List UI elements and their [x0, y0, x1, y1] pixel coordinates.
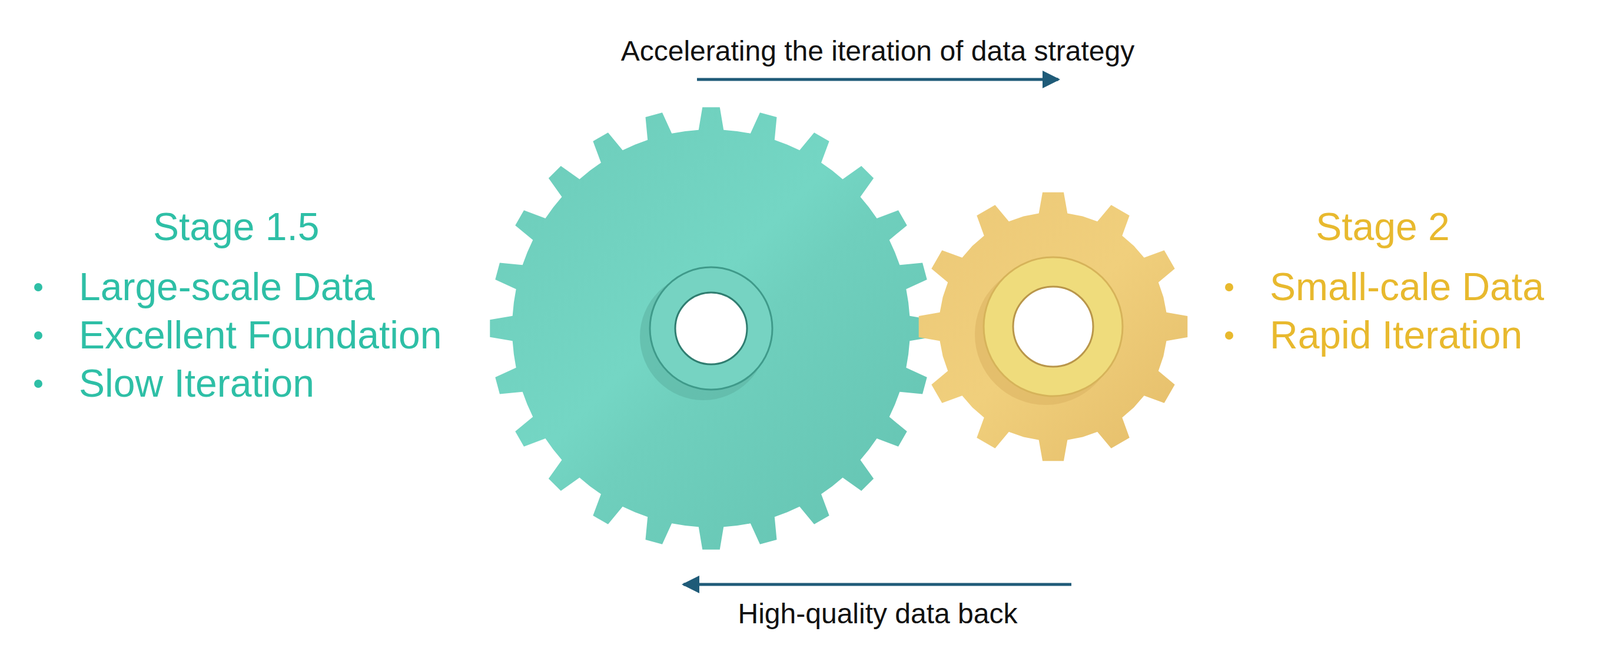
bullet-dot	[1225, 283, 1234, 292]
arrow-label: Accelerating the iteration of data strat…	[617, 34, 1139, 69]
large-gear	[489, 107, 932, 550]
bullet-item: Slow Iteration	[30, 359, 442, 408]
bullet-dot	[1225, 331, 1234, 340]
stage-text-block: Stage 1.5Large-scale DataExcellent Found…	[30, 202, 442, 408]
small-gear	[918, 192, 1188, 462]
gear-body	[489, 107, 932, 550]
bullet-dot	[34, 283, 43, 292]
bullet-dot	[34, 379, 43, 388]
arrow-label: High-quality data back	[734, 596, 1022, 632]
gear-body	[918, 192, 1188, 462]
bullet-item: Large-scale Data	[30, 262, 442, 311]
gear-hole	[675, 292, 748, 365]
flow-arrow	[683, 583, 1072, 587]
gear-hub	[983, 257, 1123, 397]
gear-hub	[649, 267, 773, 390]
flow-arrow	[696, 78, 1059, 82]
stage-heading: Stage 1.5	[30, 202, 442, 251]
bullet-dot	[34, 331, 43, 340]
stage-heading: Stage 2	[1221, 202, 1545, 251]
bullet-item: Small-cale Data	[1221, 262, 1545, 311]
bullet-item: Rapid Iteration	[1221, 310, 1545, 360]
gear-hole	[1013, 286, 1094, 367]
stage-text-block: Stage 2 Small-cale DataRapid Iteration	[1221, 202, 1545, 360]
bullet-item: Excellent Foundation	[30, 310, 442, 360]
